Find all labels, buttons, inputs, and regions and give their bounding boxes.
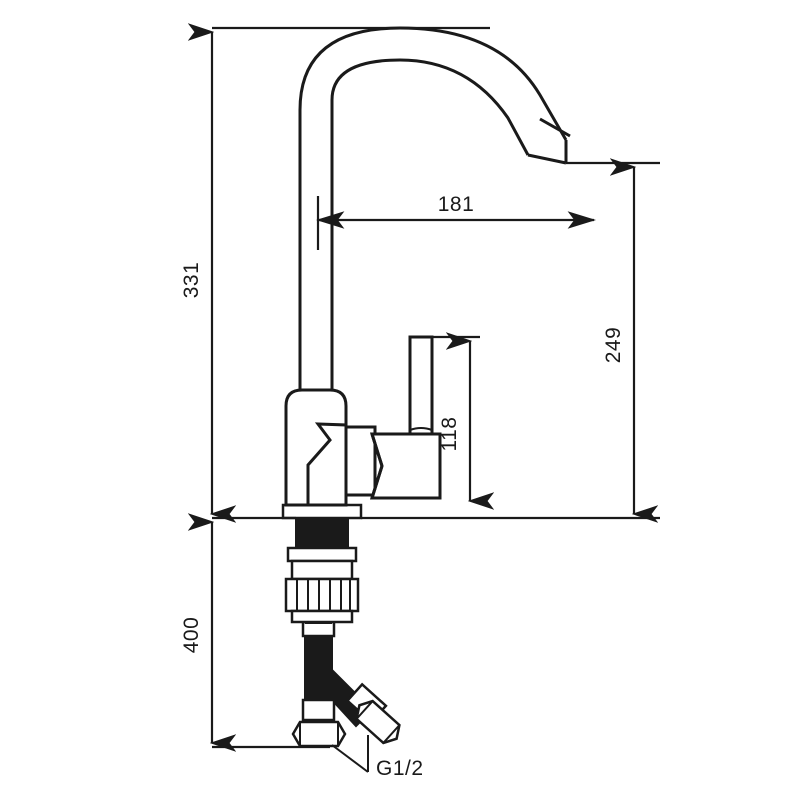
dimension-118: 118 (410, 332, 495, 510)
gooseneck-spout (298, 26, 568, 156)
annotation-thread-size: G1/2 (331, 735, 424, 780)
side-lever-handle (369, 335, 442, 500)
leader-line-left-g12 (331, 744, 369, 773)
annotation-label-g12: G1/2 (376, 757, 424, 780)
dimension-label-181: 181 (438, 193, 475, 216)
vertical-riser-tube (298, 100, 334, 390)
dimension-400: 400 (180, 513, 330, 752)
dimension-label-400: 400 (180, 617, 203, 654)
dimension-label-118: 118 (438, 417, 461, 452)
dimension-label-249: 249 (602, 327, 625, 364)
dimension-label-331: 331 (180, 262, 203, 299)
dimension-249: 249 (361, 158, 660, 523)
dimension-181: 181 (315, 193, 597, 250)
dimension-annotations: 331 181 249 118 400 (180, 23, 660, 780)
flexible-supply-hoses (291, 607, 401, 748)
angled-outlet-aerator (527, 117, 571, 165)
mounting-hardware (284, 517, 360, 624)
faucet-geometry (281, 26, 571, 748)
faucet-body-base (281, 388, 377, 520)
